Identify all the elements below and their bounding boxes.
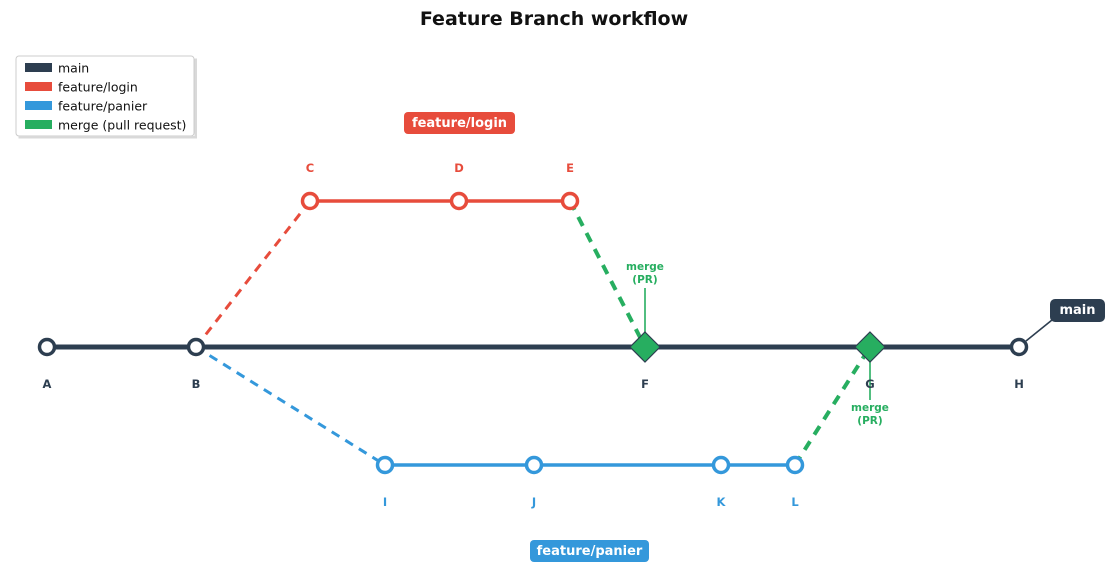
legend-swatch-feature-login [25, 82, 52, 91]
annotation-merge-g-line1: merge [851, 402, 889, 414]
commit-label-J: J [531, 495, 536, 509]
legend: main feature/login feature/panier merge … [15, 55, 197, 139]
commit-node-C[interactable] [300, 191, 320, 211]
commit-label-B: B [192, 377, 201, 391]
commit-node-E[interactable] [560, 191, 580, 211]
commit-label-C: C [306, 161, 314, 175]
commit-label-G: G [865, 377, 874, 391]
annotation-merge-g-line2: (PR) [857, 415, 882, 427]
badge-main[interactable]: main [1050, 299, 1105, 322]
commit-node-B[interactable] [186, 337, 206, 357]
commits-feature-login: C D E [300, 161, 580, 211]
commit-node-D[interactable] [449, 191, 469, 211]
page-title: Feature Branch workflow [420, 8, 688, 30]
commit-node-A[interactable] [37, 337, 57, 357]
branch-edge-b-to-i [195, 345, 386, 467]
badge-feature-login-label: feature/login [412, 116, 507, 131]
legend-item-merge: merge (pull request) [25, 118, 186, 133]
branch-edges [194, 200, 872, 467]
legend-item-feature-panier: feature/panier [25, 99, 148, 114]
commit-node-K[interactable] [711, 455, 731, 475]
commit-node-G[interactable] [854, 331, 886, 363]
legend-item-main: main [25, 61, 89, 76]
annotation-merge-f: merge (PR) [626, 261, 664, 286]
legend-item-feature-login: feature/login [25, 80, 138, 95]
commit-node-L[interactable] [785, 455, 805, 475]
commits-feature-panier: I J K L [375, 455, 805, 509]
legend-swatch-main [25, 63, 52, 72]
merge-edge-e-to-f [568, 200, 647, 348]
legend-shadow-bottom [18, 136, 197, 139]
legend-swatch-merge [25, 120, 52, 129]
commit-label-A: A [43, 377, 52, 391]
legend-swatch-feature-panier [25, 101, 52, 110]
commit-label-D: D [454, 161, 464, 175]
annotation-merge-f-line2: (PR) [632, 274, 657, 286]
legend-shadow-right [194, 58, 197, 139]
badge-feature-panier-bg [530, 540, 649, 562]
commit-label-K: K [717, 495, 727, 509]
legend-label-feature-panier: feature/panier [58, 99, 148, 114]
commit-node-F[interactable] [629, 331, 661, 363]
annotation-merge-f-line1: merge [626, 261, 664, 273]
commit-node-H[interactable] [1009, 337, 1029, 357]
badge-feature-panier-label: feature/panier [537, 544, 643, 559]
merge-edge-l-to-g [793, 345, 872, 467]
commits-main: A B F G H [37, 319, 1053, 391]
commit-node-I[interactable] [375, 455, 395, 475]
main-badge-leader [1025, 319, 1053, 342]
commit-node-J[interactable] [524, 455, 544, 475]
commit-label-I: I [383, 495, 387, 509]
commit-label-F: F [641, 377, 649, 391]
legend-label-feature-login: feature/login [58, 80, 138, 95]
badge-feature-panier[interactable]: feature/panier [530, 540, 649, 562]
legend-label-merge: merge (pull request) [58, 118, 186, 133]
badge-feature-login[interactable]: feature/login [404, 112, 515, 134]
commit-label-E: E [566, 161, 574, 175]
commit-label-L: L [791, 495, 799, 509]
annotation-merge-g: merge (PR) [851, 402, 889, 427]
badge-feature-login-bg [404, 112, 515, 134]
legend-label-main: main [58, 61, 89, 76]
badge-main-bg [1050, 299, 1105, 322]
badge-main-label: main [1059, 303, 1095, 318]
commit-label-H: H [1014, 377, 1024, 391]
